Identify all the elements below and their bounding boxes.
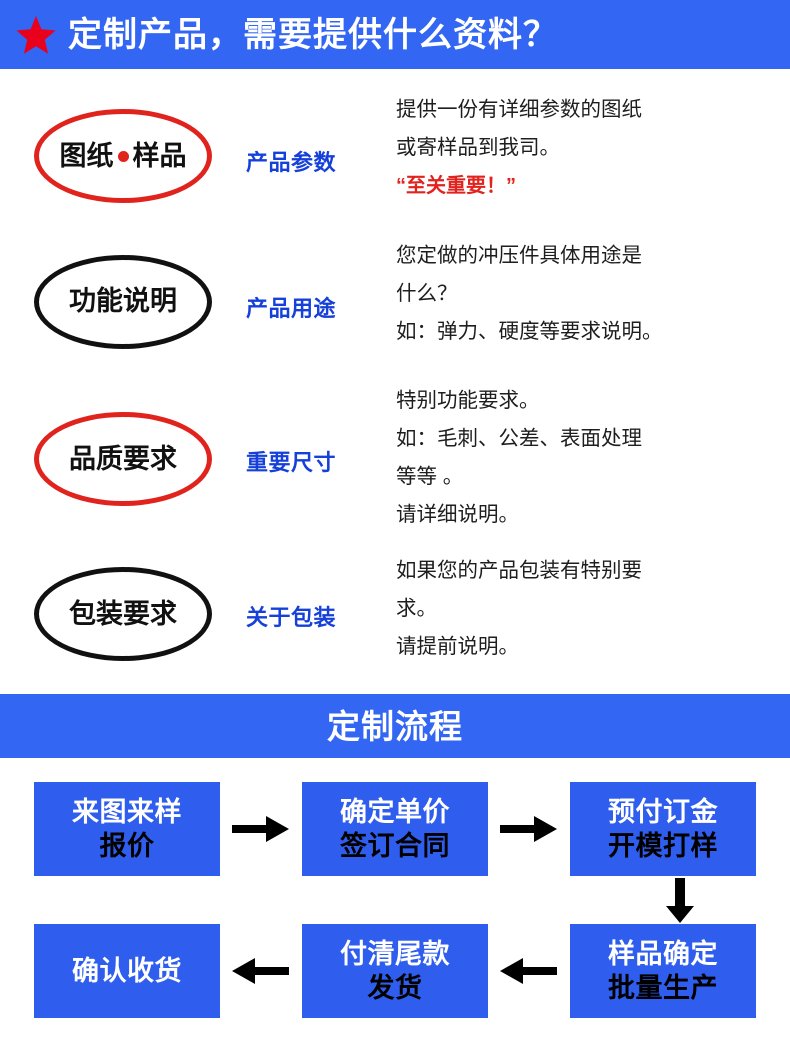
flow-row-top: 来图来样 报价 确定单价 签订合同 预付订金 开模打样	[0, 780, 790, 878]
page-title: 定制产品，需要提供什么资料？	[68, 15, 558, 54]
description-line: 如：弹力、硬度等要求说明。	[396, 320, 663, 343]
oval-badge-quality-requirement: 品质要求	[34, 412, 212, 506]
description-line: 请详细说明。	[396, 503, 519, 526]
flow-step-inquiry-quote[interactable]: 来图来样 报价	[34, 782, 220, 876]
requirements-section: 图纸 样品 产品参数 提供一份有详细参数的图纸 或寄样品到我司。 “至关重要！”…	[0, 69, 790, 694]
description-line: 如果您的产品包装有特别要	[396, 559, 642, 582]
oval-badge-function-description: 功能说明	[34, 254, 212, 349]
oval-label-part-left: 图纸	[59, 140, 114, 171]
oval-badge-packaging-requirement: 包装要求	[34, 567, 212, 661]
oval-label-part-right: 样品	[132, 140, 187, 171]
flow-step-deposit-mold-sample[interactable]: 预付订金 开模打样	[570, 782, 756, 876]
flow-step-line-1: 来图来样	[72, 797, 182, 827]
flow-step-confirm-receipt[interactable]: 确认收货	[34, 924, 220, 1018]
requirement-row: 品质要求 重要尺寸 特别功能要求。 如：毛刺、公差、表面处理 等等 。 请详细说…	[0, 374, 790, 544]
flow-step-line-1: 确定单价	[340, 797, 450, 827]
tag-container: 重要尺寸	[246, 374, 396, 544]
description-line: 或寄样品到我司。	[396, 136, 560, 159]
arrow-right-icon	[500, 816, 557, 842]
header-banner: 定制产品，需要提供什么资料？	[0, 0, 790, 69]
flow-step-line-2: 开模打样	[608, 831, 718, 861]
tag-label-product-parameters: 产品参数	[246, 150, 337, 175]
requirement-row: 包装要求 关于包装 如果您的产品包装有特别要 求。 请提前说明。	[0, 544, 790, 684]
description-line: 什么？	[396, 282, 458, 305]
oval-badge-container: 品质要求	[0, 374, 246, 544]
tag-label-about-packaging: 关于包装	[246, 605, 337, 630]
description-container: 您定做的冲压件具体用途是 什么？ 如：弹力、硬度等要求说明。	[396, 229, 790, 351]
flow-chart: 来图来样 报价 确定单价 签订合同 预付订金 开模打样 确认收货	[0, 758, 790, 1020]
flow-step-final-payment-shipping[interactable]: 付清尾款 发货	[302, 924, 488, 1018]
description-line: 您定做的冲压件具体用途是	[396, 244, 642, 267]
arrow-slot	[220, 956, 302, 986]
tag-label-product-usage: 产品用途	[246, 295, 337, 321]
description-container: 提供一份有详细参数的图纸 或寄样品到我司。 “至关重要！”	[396, 83, 790, 205]
oval-badge-label: 包装要求	[69, 598, 177, 629]
flow-step-line-1: 确认收货	[72, 956, 182, 986]
flow-step-line-2: 签订合同	[340, 831, 450, 861]
description-line: 等等 。	[396, 465, 464, 488]
oval-badge-container: 包装要求	[0, 544, 246, 684]
description-line: 求。	[396, 597, 437, 620]
flow-banner: 定制流程	[0, 694, 790, 758]
tag-container: 产品参数	[246, 83, 396, 229]
flow-row-bottom: 确认收货 付清尾款 发货 样品确定 批量生产	[0, 922, 790, 1020]
flow-step-confirm-price-contract[interactable]: 确定单价 签订合同	[302, 782, 488, 876]
flow-step-line-1: 付清尾款	[340, 939, 450, 969]
oval-badge-label: 图纸 样品	[59, 140, 187, 171]
oval-badge-label: 功能说明	[69, 286, 177, 316]
description-line: 特别功能要求。	[396, 389, 540, 412]
flow-step-line-1: 预付订金	[608, 797, 718, 827]
flow-section-title: 定制流程	[327, 707, 463, 745]
flow-step-line-1: 样品确定	[608, 939, 718, 969]
flow-step-line-2: 批量生产	[608, 973, 718, 1003]
tag-container: 产品用途	[246, 229, 396, 374]
requirement-row: 图纸 样品 产品参数 提供一份有详细参数的图纸 或寄样品到我司。 “至关重要！”	[0, 83, 790, 229]
requirement-row: 功能说明 产品用途 您定做的冲压件具体用途是 什么？ 如：弹力、硬度等要求说明。	[0, 229, 790, 374]
arrow-left-icon	[500, 958, 557, 984]
star-icon	[16, 15, 56, 54]
oval-badge-label: 品质要求	[69, 443, 177, 474]
flow-step-line-2: 发货	[367, 973, 423, 1003]
arrow-left-icon	[232, 958, 289, 984]
description-line: 提供一份有详细参数的图纸	[396, 98, 642, 121]
description-line: 如：毛刺、公差、表面处理	[396, 427, 642, 450]
oval-badge-container: 图纸 样品	[0, 83, 246, 229]
flow-step-line-2: 报价	[99, 831, 155, 861]
description-container: 如果您的产品包装有特别要 求。 请提前说明。	[396, 544, 790, 666]
oval-badge-drawing-sample: 图纸 样品	[34, 109, 212, 203]
red-dot-icon	[117, 150, 129, 162]
oval-badge-container: 功能说明	[0, 229, 246, 374]
tag-label-key-dimensions: 重要尺寸	[246, 450, 337, 475]
tag-container: 关于包装	[246, 544, 396, 684]
arrow-down-icon	[666, 878, 694, 923]
description-line: 请提前说明。	[396, 635, 519, 658]
arrow-down-slot	[0, 878, 790, 924]
description-line-emphasis: “至关重要！”	[396, 175, 516, 197]
arrow-slot	[220, 814, 302, 844]
arrow-slot	[488, 956, 570, 986]
arrow-slot	[488, 814, 570, 844]
arrow-right-icon	[232, 816, 289, 842]
flow-step-sample-confirmed-mass-production[interactable]: 样品确定 批量生产	[570, 924, 756, 1018]
description-container: 特别功能要求。 如：毛刺、公差、表面处理 等等 。 请详细说明。	[396, 374, 790, 534]
